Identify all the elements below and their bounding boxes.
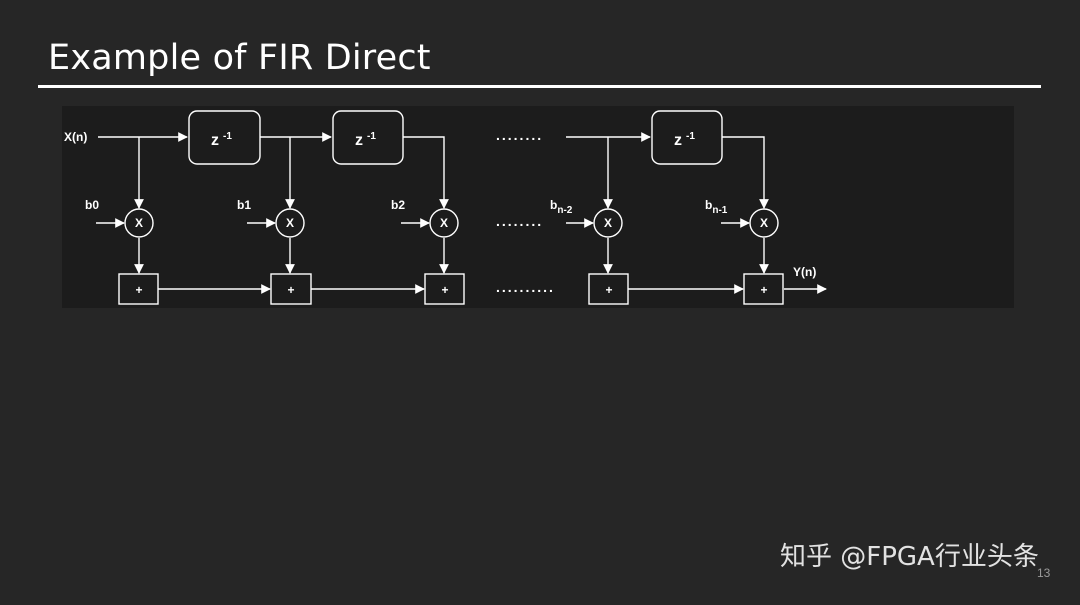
fir-diagram-panel: [62, 106, 1014, 308]
ellipses: ........ ........ ..........: [496, 127, 555, 295]
delay-label-n: z-1: [674, 131, 695, 149]
delay-label-1: z-1: [211, 131, 232, 149]
adder-0: [118, 273, 159, 305]
adder-symbol-n-1: +: [760, 283, 767, 297]
delay-blocks: [188, 110, 723, 165]
multiplier-symbols: X X X X X: [135, 216, 768, 230]
wire-tap-n-1: [722, 136, 769, 209]
adders: [118, 273, 784, 305]
coef-label-n-1: bn-1: [705, 198, 728, 216]
multiplier-n-2: [593, 208, 623, 238]
delay-block-2: [332, 110, 404, 165]
multiplier-symbol-1: X: [286, 216, 294, 230]
coef-label-2: b2: [391, 198, 405, 212]
title-divider: [38, 85, 1041, 88]
delay-block-1: [188, 110, 261, 165]
multiplier-n-1: [749, 208, 779, 238]
adder-symbol-2: +: [441, 283, 448, 297]
delay-label-2: z-1: [355, 131, 376, 149]
coef-label-n-2: bn-2: [550, 198, 573, 216]
multiplier-2: [429, 208, 459, 238]
multiplier-1: [275, 208, 305, 238]
watermark: 知乎 @FPGA行业头条: [780, 542, 1039, 572]
adder-symbol-n-2: +: [605, 283, 612, 297]
multiplier-symbol-0: X: [135, 216, 143, 230]
adder-2: [424, 273, 465, 305]
adder-n-2: [588, 273, 629, 305]
coef-label-1: b1: [237, 198, 251, 212]
diagram-labels: X(n) Y(n) b0 b1 b2 bn-2 bn-1: [64, 130, 816, 279]
multiplier-symbol-n-1: X: [760, 216, 768, 230]
delay-block-n: [651, 110, 723, 165]
adder-n-1: [743, 273, 784, 305]
multiplier-symbol-n-2: X: [604, 216, 612, 230]
page-number: 13: [1037, 566, 1051, 580]
output-label: Y(n): [793, 265, 816, 279]
delay-labels: z-1 z-1 z-1: [211, 131, 695, 149]
adder-symbol-1: +: [287, 283, 294, 297]
ellipsis-bottom: ..........: [496, 279, 555, 295]
adder-symbol-0: +: [135, 283, 142, 297]
input-label: X(n): [64, 130, 87, 144]
signal-wires: [96, 132, 827, 294]
ellipsis-middle: ........: [496, 213, 543, 229]
wire-tap-2: [403, 136, 449, 209]
multiplier-symbol-2: X: [440, 216, 448, 230]
adder-1: [270, 273, 312, 305]
coef-label-0: b0: [85, 198, 99, 212]
slide-title: Example of FIR Direct: [48, 38, 431, 78]
multiplier-0: [124, 208, 154, 238]
adder-symbols: + + + + +: [135, 283, 767, 297]
multipliers: [124, 208, 779, 238]
ellipsis-top: ........: [496, 127, 543, 143]
